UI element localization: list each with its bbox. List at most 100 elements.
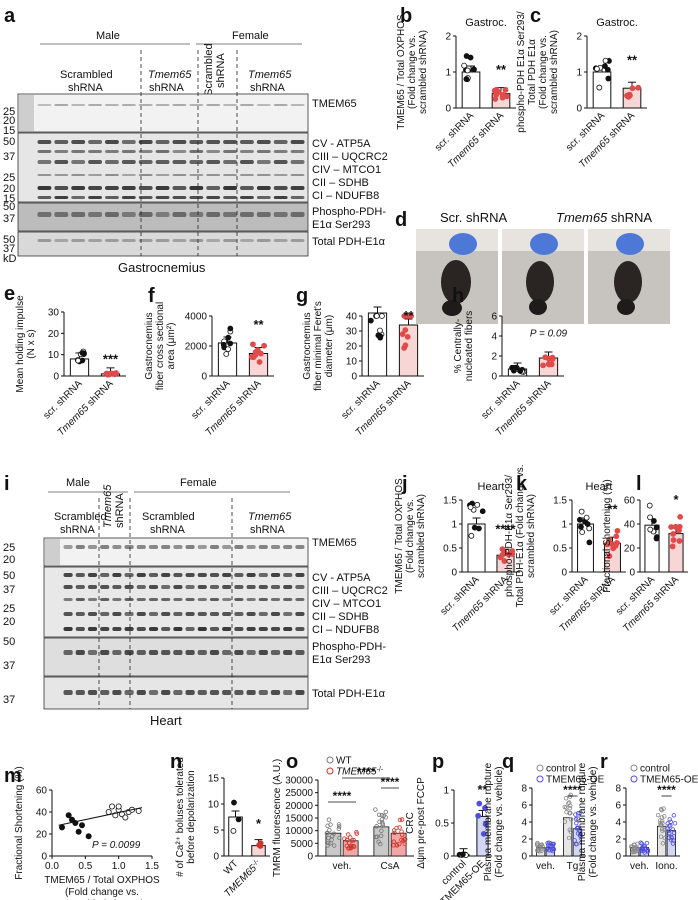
data-point xyxy=(568,817,574,822)
blot-band xyxy=(112,627,122,631)
blot-band xyxy=(209,573,220,577)
data-point xyxy=(567,800,572,805)
data-point xyxy=(653,534,660,540)
blot-band xyxy=(173,612,183,616)
y-tick-label: 4 xyxy=(521,818,527,829)
blot-band xyxy=(112,545,122,549)
blot-band xyxy=(148,585,159,589)
data-point xyxy=(345,832,351,837)
blot-band xyxy=(138,104,153,106)
y-axis-label: scrambled shRNA) xyxy=(526,494,537,578)
blot-band xyxy=(124,627,134,631)
data-point xyxy=(492,96,499,102)
blot-band xyxy=(246,573,256,577)
blot-band xyxy=(223,150,237,153)
blot-band xyxy=(258,627,268,631)
data-point xyxy=(568,792,573,798)
y-axis-label: (N x s) xyxy=(26,329,37,358)
data-point xyxy=(670,841,676,846)
blot-band xyxy=(88,196,102,199)
y-axis-label: CRC xyxy=(405,812,416,834)
blot-band xyxy=(270,585,281,589)
data-point xyxy=(630,848,636,854)
blot-band xyxy=(124,650,134,655)
blot-band xyxy=(138,174,153,176)
blot-band xyxy=(189,174,204,176)
y-tick-label: 20000 xyxy=(285,801,313,812)
blot-band xyxy=(155,174,170,176)
data-point xyxy=(628,844,634,849)
x-tick-label: veh. xyxy=(333,861,352,872)
data-point xyxy=(659,822,664,828)
svg-text:20: 20 xyxy=(3,115,15,127)
blot-band xyxy=(138,239,153,242)
blot-band xyxy=(240,104,254,106)
blot-band xyxy=(270,650,281,655)
blot-band xyxy=(161,545,171,549)
blot-band xyxy=(209,627,220,631)
significance-label: *** xyxy=(103,351,119,366)
y-tick-label: 5 xyxy=(213,826,219,837)
blot-band xyxy=(124,545,134,549)
blot-band xyxy=(206,104,221,106)
data-point xyxy=(669,543,676,550)
svg-text:37: 37 xyxy=(3,151,15,163)
panel-letter-r: r xyxy=(600,751,608,773)
blot-band xyxy=(270,573,281,577)
data-point xyxy=(401,313,408,319)
data-point xyxy=(379,812,385,818)
blot-band xyxy=(172,174,187,176)
blot-band xyxy=(197,598,207,601)
blot-band xyxy=(138,196,153,199)
blot-band xyxy=(273,196,288,199)
panel-letter-c: c xyxy=(530,5,541,27)
blot-band xyxy=(136,612,146,616)
significance-label: **** xyxy=(381,775,400,789)
data-point xyxy=(509,551,516,557)
data-point xyxy=(373,807,378,812)
data-point xyxy=(660,828,665,833)
y-axis-label: Δψm pre-post FCCP xyxy=(416,777,427,869)
significance-label: * xyxy=(673,492,679,507)
y-tick-label: 5000 xyxy=(291,839,314,850)
x-tick-label: 1.0 xyxy=(112,861,126,872)
photo-title-tmem65: Tmem65 shRNA xyxy=(556,210,652,225)
blot-band xyxy=(240,140,254,144)
blot-band xyxy=(88,186,102,190)
blot-band xyxy=(283,598,293,601)
blot-band xyxy=(112,573,122,577)
y-tick-label: 8 xyxy=(615,784,621,795)
y-tick-label: 1 xyxy=(445,68,451,79)
legend-marker xyxy=(536,764,544,772)
x-tick-label: Tg xyxy=(567,861,579,872)
data-point xyxy=(75,828,82,835)
data-point xyxy=(59,824,66,831)
data-point xyxy=(122,814,129,821)
data-point xyxy=(658,806,664,812)
significance-label: **** xyxy=(333,789,352,803)
blot-band xyxy=(172,140,187,144)
data-point xyxy=(572,838,577,843)
data-point xyxy=(577,829,583,834)
data-point xyxy=(351,837,356,843)
svg-text:15: 15 xyxy=(3,125,15,137)
data-point xyxy=(638,840,643,845)
x-tick-label: Tmem65 shRNA xyxy=(354,378,414,438)
y-axis-label: # of Ca²⁺ boluses tolerated xyxy=(175,757,186,877)
data-point xyxy=(495,89,502,95)
data-point xyxy=(377,327,383,334)
blot-band xyxy=(63,545,73,549)
data-point xyxy=(79,350,86,356)
svg-text:25: 25 xyxy=(3,106,15,118)
y-tick-label: 40 xyxy=(36,808,48,819)
y-tick-label: 0 xyxy=(576,104,582,115)
data-point xyxy=(377,333,384,340)
blot-band xyxy=(240,150,254,153)
blot-band xyxy=(87,627,98,631)
data-point xyxy=(629,85,636,92)
panel-d: d Scr. shRNA Tmem65 shRNA xyxy=(395,209,670,324)
x-tick-label: Tmem65 shRNA xyxy=(577,110,637,170)
blot-band xyxy=(234,598,244,601)
